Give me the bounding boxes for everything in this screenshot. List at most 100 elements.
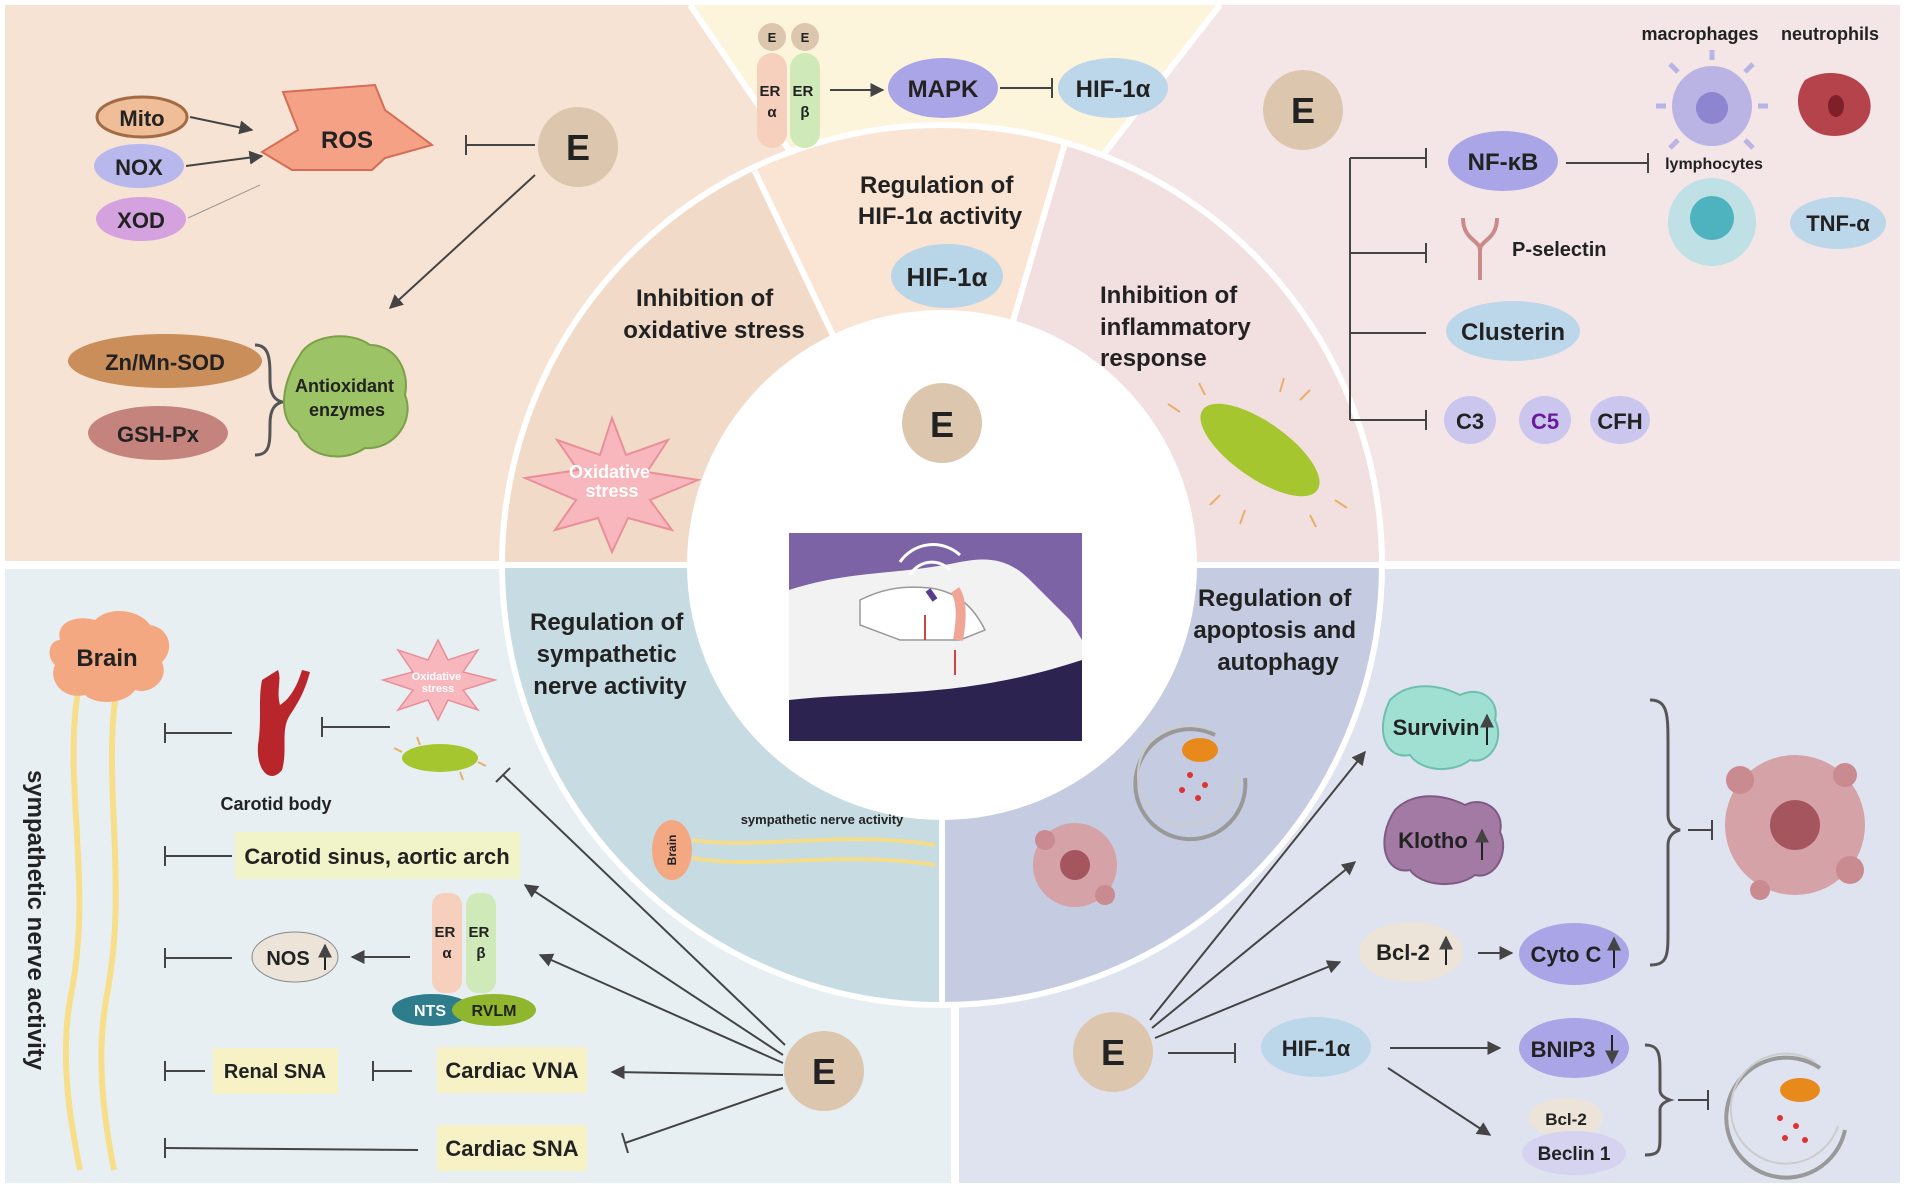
bl-er-beta-receptor xyxy=(466,893,496,993)
p-selectin-icon xyxy=(1461,217,1499,280)
cfh-node xyxy=(1590,396,1650,444)
xod-label: XOD xyxy=(117,208,165,233)
autophagy-brace xyxy=(1644,1043,1675,1157)
svg-text:Oxidative stress: Oxidative stress xyxy=(569,462,655,501)
svg-text:Oxidative stress: Oxidative stress xyxy=(412,671,465,695)
bcl2-small-label: Bcl-2 xyxy=(1545,1110,1587,1129)
bcl2-node xyxy=(1359,922,1463,982)
bacterium-icon xyxy=(1167,377,1348,528)
bnip3-label: BNIP3 xyxy=(1531,1037,1596,1062)
oxidative-section-title: Inhibition of oxidative stress xyxy=(623,285,804,344)
top-right-e-label: E xyxy=(1291,90,1315,131)
center-e-node xyxy=(902,383,982,463)
nts-node xyxy=(392,994,472,1026)
gsh-px-node xyxy=(88,406,228,460)
br-hif-node xyxy=(1261,1017,1371,1077)
clusterin-node xyxy=(1446,301,1580,361)
nfkb-label: NF-κB xyxy=(1468,149,1539,176)
top-left-e-node xyxy=(538,107,618,187)
rvlm-node xyxy=(452,994,536,1026)
xod-node xyxy=(96,197,186,241)
mapk-label: MAPK xyxy=(908,76,979,103)
bcl2-label: Bcl-2 xyxy=(1376,940,1430,965)
nos-label: NOS xyxy=(266,948,309,970)
neutrophil-icon xyxy=(1797,72,1871,136)
zn-mn-sod-node xyxy=(68,334,262,388)
er-alpha-e-label: E xyxy=(768,30,777,45)
lymphocyte-icon xyxy=(1668,178,1756,266)
sleep-apnea-illustration xyxy=(789,533,1082,741)
cyto-c-label: Cyto C xyxy=(1531,942,1602,967)
cardiac-sna-box xyxy=(437,1125,587,1171)
bottom-right-e-label: E xyxy=(1101,1032,1125,1073)
center-e-label: E xyxy=(930,404,954,445)
carotid-body-icon xyxy=(257,670,310,776)
antioxidant-label: Antioxidant enzymes xyxy=(295,376,399,420)
er-alpha-e-node xyxy=(758,23,786,51)
carotid-sinus-box xyxy=(235,832,520,879)
beclin-label: Beclin 1 xyxy=(1538,1144,1611,1165)
renal-sna-box xyxy=(213,1048,338,1094)
rvlm-label: RVLM xyxy=(471,1003,516,1020)
antioxidant-enzymes-blob xyxy=(283,335,409,458)
klotho-blob xyxy=(1383,795,1505,886)
macrophages-label: macrophages xyxy=(1641,24,1758,44)
bl-er-alpha-receptor xyxy=(432,893,462,993)
apoptosis-section-title: Regulation of apoptosis and autophagy xyxy=(1193,585,1362,676)
neutrophils-label: neutrophils xyxy=(1781,24,1879,44)
tnf-node xyxy=(1790,197,1886,249)
c5-node xyxy=(1519,396,1571,444)
oxidative-stress-small-burst: Oxidative stress xyxy=(380,638,498,722)
bacterium-small-icon xyxy=(393,736,487,781)
bcl2-small-node xyxy=(1529,1098,1603,1138)
er-beta-e-node xyxy=(791,23,819,51)
nox-node xyxy=(94,144,184,188)
apoptotic-cell-icon xyxy=(1033,823,1117,907)
bottom-left-e-label: E xyxy=(812,1051,836,1092)
c5-label: C5 xyxy=(1531,409,1559,434)
hif-center-node-label: HIF-1α xyxy=(907,262,988,292)
bottom-left-e-node xyxy=(784,1031,864,1111)
nos-node xyxy=(251,931,339,983)
gsh-px-label: GSH-Px xyxy=(117,422,200,447)
macrophage-icon xyxy=(1656,50,1768,150)
top-middle-hif-label: HIF-1α xyxy=(1076,76,1151,103)
survivin-blob xyxy=(1381,685,1500,771)
br-hif-label: HIF-1α xyxy=(1282,1036,1351,1061)
mitochondria-autophagy-icon xyxy=(1133,723,1248,842)
brain-label: Brain xyxy=(76,645,137,672)
inflammatory-section-title: Inhibition of inflammatory response xyxy=(1100,282,1257,372)
mapk-node xyxy=(888,58,998,118)
bnip3-node xyxy=(1519,1018,1629,1078)
lymphocytes-label: lymphocytes xyxy=(1665,156,1763,173)
c3-node xyxy=(1444,396,1496,444)
survivin-label: Survivin xyxy=(1393,715,1480,740)
renal-sna-label: Renal SNA xyxy=(224,1061,326,1083)
carotid-sinus-label: Carotid sinus, aortic arch xyxy=(244,844,509,869)
hif-section-title: Regulation of HIF-1α activity xyxy=(858,172,1023,230)
mitochondria-autophagy-small-icon xyxy=(1724,1052,1847,1180)
hif-center-node xyxy=(891,244,1003,308)
cyto-c-node xyxy=(1519,923,1629,985)
bottom-right-e-node xyxy=(1073,1012,1153,1092)
er-alpha-receptor xyxy=(757,53,787,148)
nts-label: NTS xyxy=(414,1003,446,1020)
cardiac-vna-box xyxy=(437,1047,587,1093)
nfkb-node xyxy=(1448,131,1558,191)
er-alpha-label: ER α xyxy=(759,83,784,121)
brain-icon xyxy=(49,610,170,702)
svg-text:Brain: Brain xyxy=(665,835,679,866)
tnf-label: TNF-α xyxy=(1806,211,1870,236)
clusterin-label: Clusterin xyxy=(1461,319,1565,346)
c3-label: C3 xyxy=(1456,409,1484,434)
bl-er-alpha-label: ER α xyxy=(434,924,459,962)
enzymes-brace xyxy=(254,343,288,457)
sympathetic-section-title: Regulation of sympathetic nerve activity xyxy=(530,609,690,700)
mito-node xyxy=(95,95,189,139)
top-middle-hif-node xyxy=(1058,58,1168,118)
klotho-label: Klotho xyxy=(1398,828,1468,853)
bl-er-beta-label: ER β xyxy=(468,924,493,962)
nerve-fiber-2 xyxy=(98,679,121,1171)
cardiac-sna-label: Cardiac SNA xyxy=(445,1136,578,1161)
